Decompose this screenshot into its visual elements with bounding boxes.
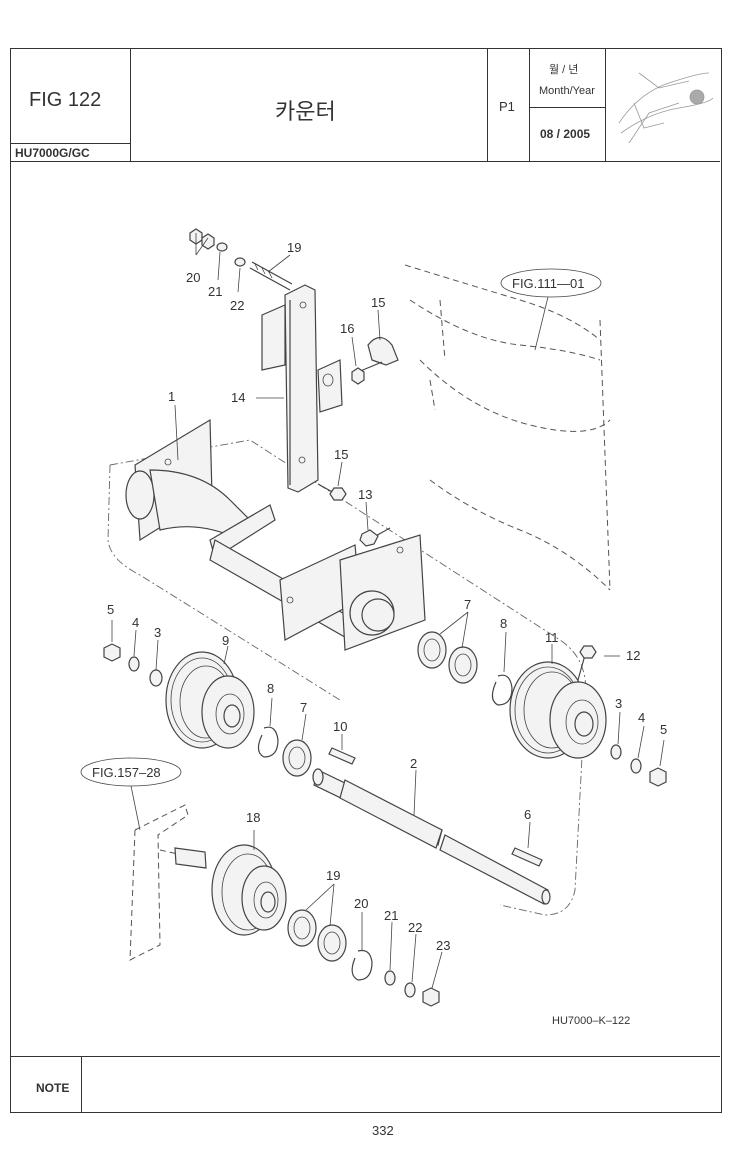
pulley-9: [165, 651, 255, 749]
washer-21: [384, 970, 396, 986]
thumbnail-sketch: [618, 72, 714, 144]
fig-label: FIG 122: [29, 89, 102, 111]
bearing-19-b: [317, 924, 347, 962]
ref-fig111: FIG.111—01: [512, 276, 585, 291]
main-frame: [125, 418, 426, 651]
header-col-divider: [529, 49, 530, 161]
lock-washer-22: [404, 982, 416, 998]
lock-washer-4-left: [128, 656, 140, 672]
part-number: 3: [154, 625, 161, 640]
page-number: 332: [372, 1123, 394, 1138]
nut-5-left: [103, 643, 121, 662]
part-number: 21: [208, 284, 222, 299]
date-label-en: Month/Year: [539, 85, 595, 97]
upright-bracket: [261, 284, 343, 493]
part-number: 11: [545, 630, 559, 645]
date-label-kr: 월 / 년: [549, 64, 579, 76]
date-divider: [529, 107, 605, 108]
part-number: 2: [410, 756, 417, 771]
ref-fig157: FIG.157–28: [92, 765, 161, 780]
note-label: NOTE: [36, 1081, 70, 1095]
drawing-code: HU7000–K–122: [552, 1015, 631, 1027]
bolt-15: [317, 483, 347, 501]
nut-5-right: [649, 767, 667, 787]
key-6: [511, 847, 543, 867]
header-divider: [11, 161, 720, 162]
part-number: 22: [230, 298, 244, 313]
part-number: 1: [168, 389, 175, 404]
part-number: 20: [186, 270, 200, 285]
part-number: 3: [615, 696, 622, 711]
model-label: HU7000G/GC: [15, 146, 90, 160]
header-col-divider: [130, 49, 131, 161]
part-number: 15: [371, 295, 385, 310]
part-number: 12: [626, 648, 640, 663]
part-number: 6: [524, 807, 531, 822]
part-number: 18: [246, 810, 260, 825]
part-number: 22: [408, 920, 422, 935]
ref-ellipse-fig111: [500, 268, 602, 298]
part-number: 7: [300, 700, 307, 715]
part-number: 10: [333, 719, 347, 734]
header-col-divider: [605, 49, 606, 161]
bolt-13: [359, 527, 391, 547]
part-number: 15: [334, 447, 348, 462]
part-number: 5: [660, 722, 667, 737]
clamp-and-bolt: [351, 336, 399, 385]
snap-ring-right: [491, 674, 513, 706]
part-number: 19: [326, 868, 340, 883]
snap-ring-20: [351, 949, 373, 981]
date-value: 08 / 2005: [540, 127, 591, 141]
part-number: 4: [638, 710, 645, 725]
part-number: 16: [340, 321, 354, 336]
part-number: 21: [384, 908, 398, 923]
fig-divider: [11, 143, 130, 144]
bearing-7-left: [282, 739, 312, 777]
header-col-divider: [487, 49, 488, 161]
part-number: 13: [358, 487, 372, 502]
part-number: 8: [500, 616, 507, 631]
parts-sheet: FIG 122 HU7000G/GC 카운터 P1 월 / 년 Month/Ye…: [10, 48, 722, 1113]
part-number: 19: [287, 240, 301, 255]
page-title: 카운터: [275, 99, 336, 124]
part-number: 8: [267, 681, 274, 696]
note-col-divider: [81, 1056, 82, 1112]
housing-ghost: [404, 264, 611, 591]
bracket-ghost: [80, 757, 207, 961]
part-number: 14: [231, 390, 245, 405]
washer-3-left: [149, 669, 163, 687]
snap-ring-left: [257, 726, 279, 758]
key-10: [328, 747, 356, 765]
lock-washer-4-right: [630, 758, 642, 774]
part-number: 23: [436, 938, 450, 953]
washer-3-right: [610, 744, 622, 760]
part-number: 5: [107, 602, 114, 617]
nut-23: [422, 987, 440, 1007]
pulley-18: [211, 844, 287, 936]
note-divider: [11, 1056, 720, 1057]
part-number: 20: [354, 896, 368, 911]
page-code: P1: [499, 99, 515, 114]
shaft-2: [312, 768, 551, 905]
bearings-upper: [417, 631, 478, 684]
part-number: 4: [132, 615, 139, 630]
part-number: 9: [222, 633, 229, 648]
bolt-12: [577, 645, 597, 681]
part-number: 7: [464, 597, 471, 612]
bearing-19-a: [287, 909, 317, 947]
pulley-11: [509, 661, 607, 759]
hardware-top: [189, 228, 293, 291]
